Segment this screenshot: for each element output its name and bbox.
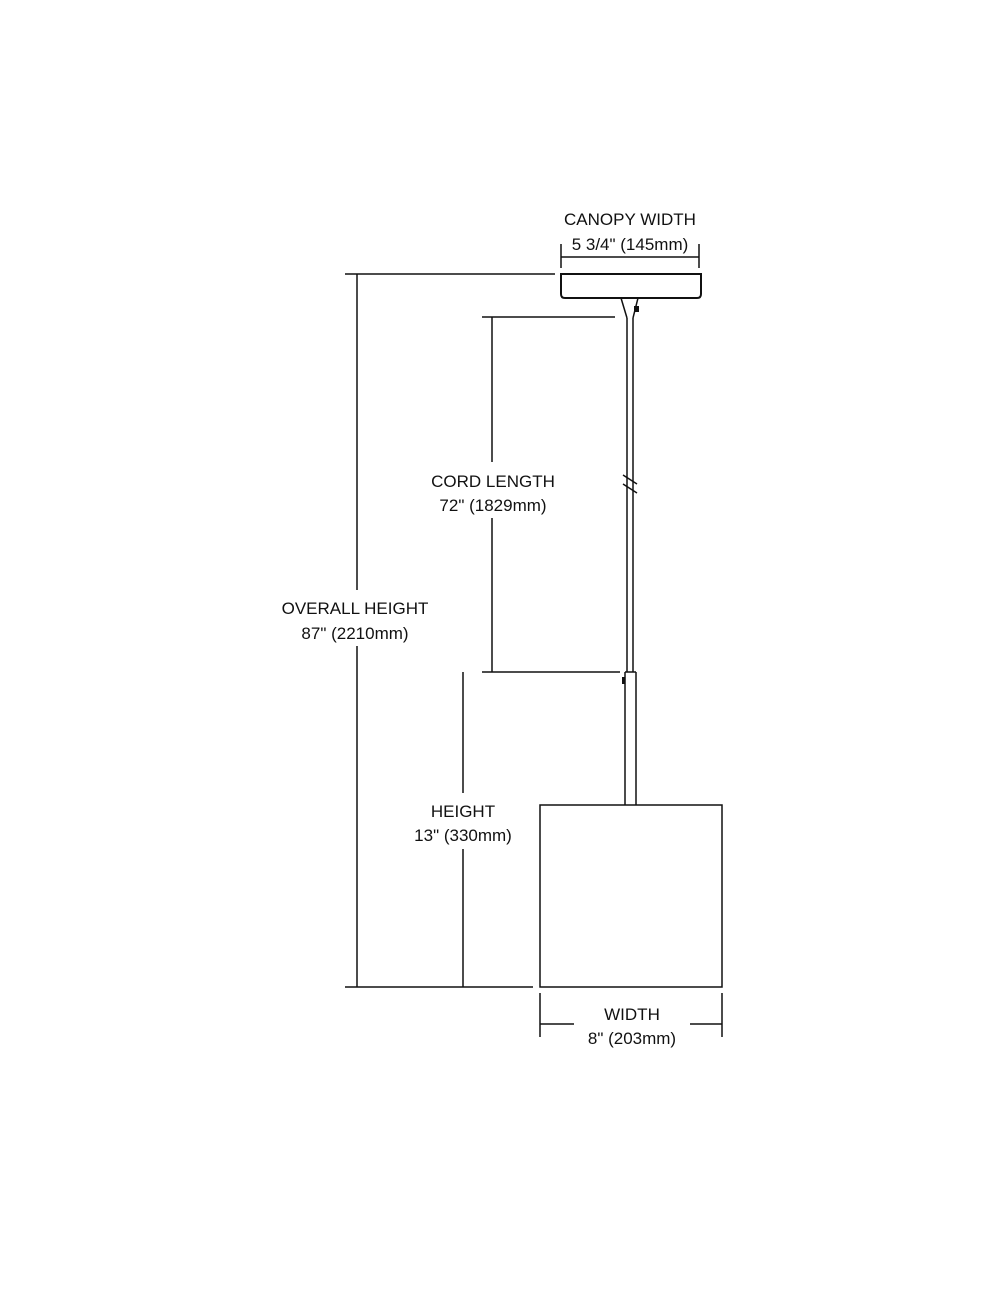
- stem: [622, 671, 637, 805]
- overall-height-value: 87" (2210mm): [301, 624, 408, 643]
- height-value: 13" (330mm): [414, 826, 512, 845]
- height-label: HEIGHT: [431, 802, 495, 821]
- shade: [539, 804, 723, 988]
- canopy-width-label: CANOPY WIDTH: [564, 210, 696, 229]
- width-label: WIDTH: [604, 1005, 660, 1024]
- canopy-width-value: 5 3/4" (145mm): [572, 235, 689, 254]
- cord-length-value: 72" (1829mm): [439, 496, 546, 515]
- overall-height-label: OVERALL HEIGHT: [282, 599, 429, 618]
- canopy: [560, 273, 702, 319]
- width-value: 8" (203mm): [588, 1029, 676, 1048]
- cord-length-label: CORD LENGTH: [431, 472, 555, 491]
- cord: [622, 318, 638, 672]
- canopy-width-dimension: [560, 244, 700, 268]
